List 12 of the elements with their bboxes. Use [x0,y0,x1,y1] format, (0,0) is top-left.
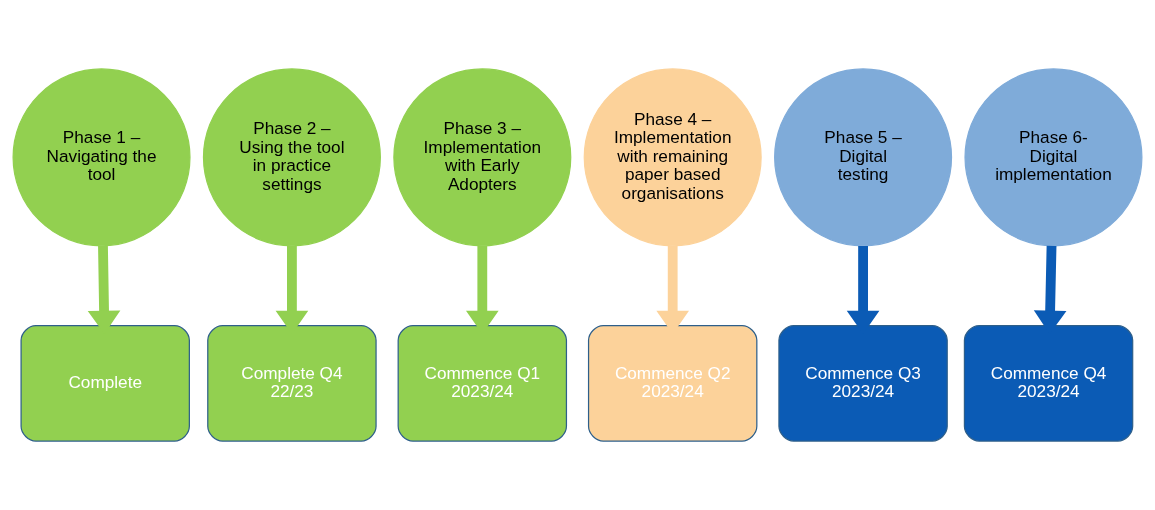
node-box: Commence Q1 2023/24 [397,325,568,442]
node-box: Complete Q4 22/23 [207,325,377,442]
node-circle: Phase 3 – Implementation with Early Adopters [393,68,572,247]
node-circle: Phase 2 – Using the tool in practice settings [202,68,381,247]
node-box: Commence Q3 2023/24 [778,325,948,442]
node-box: Complete [20,325,190,442]
node-circle: Phase 5 – Digital testing [774,68,953,247]
node-circle: Phase 1 – Navigating the tool [12,68,191,247]
node-circle: Phase 6- Digital implementation [964,68,1143,247]
node-box: Commence Q2 2023/24 [587,325,758,442]
node-box: Commence Q4 2023/24 [963,325,1134,442]
node-circle: Phase 4 – Implementation with remaining paper based organisations [583,68,762,247]
